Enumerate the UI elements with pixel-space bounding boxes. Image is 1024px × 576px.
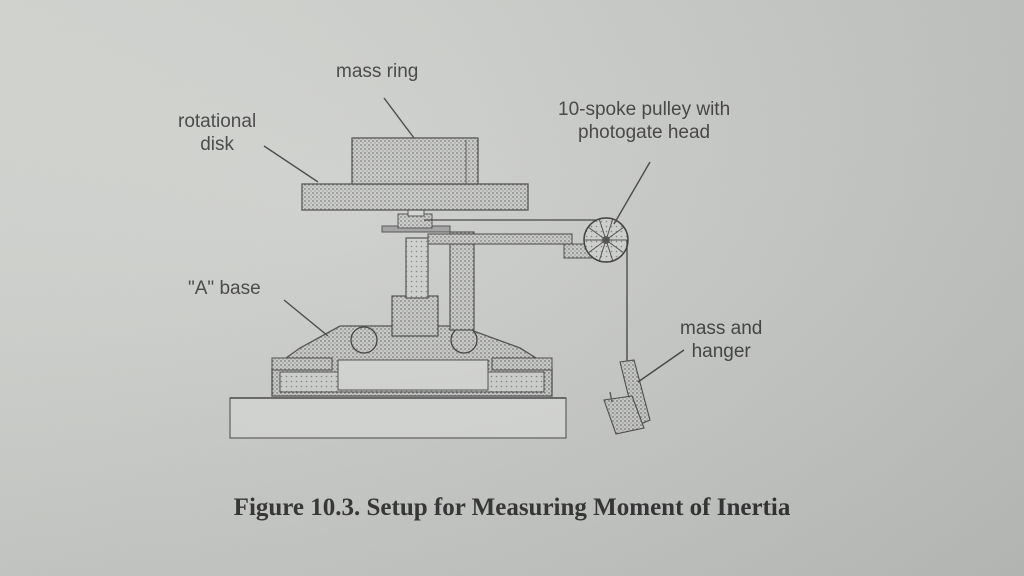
a-base: [271, 295, 553, 397]
label-mass-ring: mass ring: [336, 61, 419, 82]
leader-lines: [263, 97, 685, 383]
label-rotational-disk: rotational disk: [178, 111, 257, 155]
ten-spoke-pulley: [583, 217, 629, 263]
figure-caption: Figure 10.3. Setup for Measuring Moment …: [233, 494, 791, 521]
pulley-support-post: [449, 231, 475, 331]
mass-ring: [351, 137, 479, 185]
label-a-base: "A" base: [188, 278, 261, 299]
label-pulley: 10-spoke pulley with photogate head: [558, 99, 731, 143]
table-surface: [229, 397, 567, 439]
mass-and-hanger: [603, 359, 651, 435]
label-mass-and-hanger: mass and hanger: [680, 318, 763, 362]
rotational-disk: [301, 183, 529, 211]
